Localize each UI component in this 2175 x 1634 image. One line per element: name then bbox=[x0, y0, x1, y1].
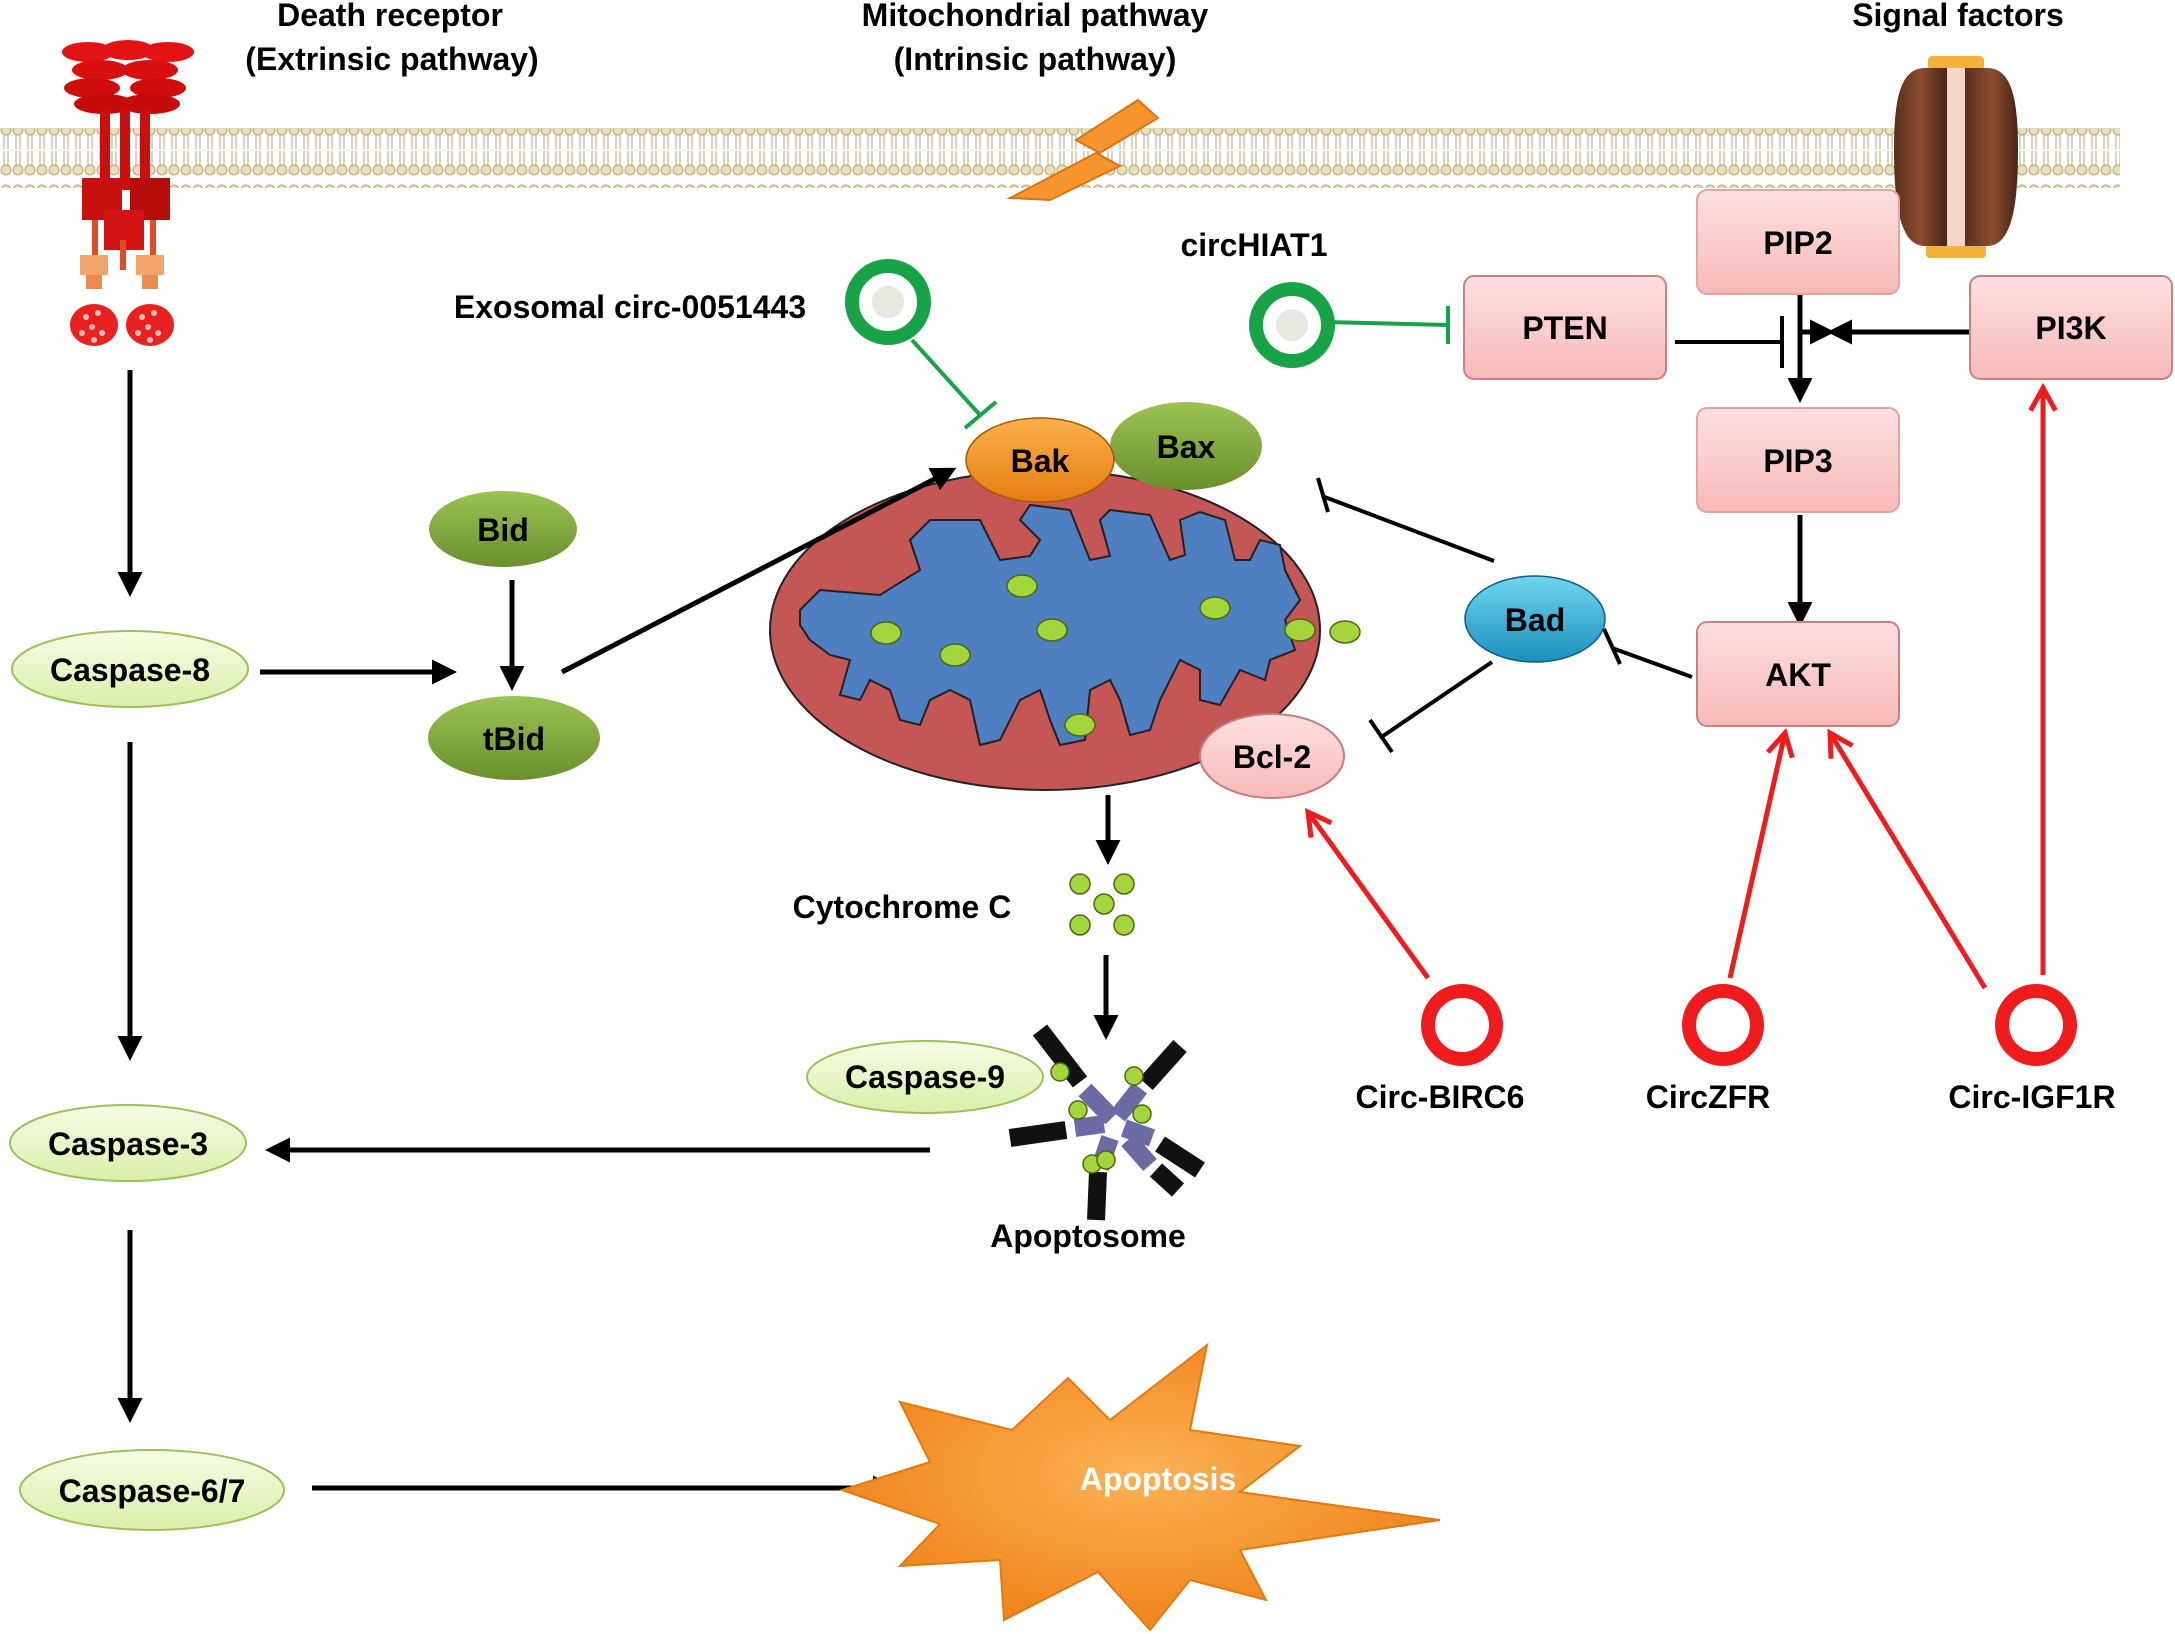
pi3k-label: PI3K bbox=[2035, 310, 2106, 346]
bad-node: Bad bbox=[1464, 575, 1606, 663]
pip3-label: PIP3 bbox=[1763, 443, 1832, 479]
tbid-node: tBid bbox=[428, 696, 600, 780]
circ-exosomal-label: Exosomal circ-0051443 bbox=[454, 289, 806, 325]
lightning-bolt-icon bbox=[1006, 98, 1160, 202]
caspase9-node: Caspase-9 bbox=[806, 1040, 1044, 1114]
header-extrinsic-line1: Death receptor bbox=[277, 0, 503, 33]
caspase8-node: Caspase-8 bbox=[11, 630, 249, 708]
inhibition-lines bbox=[1316, 316, 1784, 754]
pip2-node: PIP2 bbox=[1696, 189, 1900, 295]
circ-igf1r-label: Circ-IGF1R bbox=[1948, 1079, 2115, 1115]
apoptosome-icon bbox=[1008, 1024, 1205, 1221]
caspase67-label: Caspase-6/7 bbox=[59, 1473, 246, 1509]
bid-node: Bid bbox=[429, 491, 577, 567]
caspase3-label: Caspase-3 bbox=[48, 1126, 208, 1162]
header-extrinsic-line2: (Extrinsic pathway) bbox=[245, 41, 538, 77]
circ-igf1r-icon bbox=[1995, 984, 2077, 1066]
apoptosis-label: Apoptosis bbox=[1080, 1461, 1236, 1497]
tbid-label: tBid bbox=[483, 721, 545, 757]
caspase9-label: Caspase-9 bbox=[845, 1059, 1005, 1095]
pip2-label: PIP2 bbox=[1763, 225, 1832, 261]
mitochondrion-icon bbox=[769, 469, 1361, 791]
caspase67-node: Caspase-6/7 bbox=[19, 1449, 285, 1531]
bcl2-node: Bcl-2 bbox=[1199, 713, 1345, 799]
pip3-node: PIP3 bbox=[1696, 407, 1900, 513]
death-receptor-icon bbox=[62, 40, 194, 346]
bid-label: Bid bbox=[477, 512, 529, 548]
caspase3-node: Caspase-3 bbox=[9, 1104, 247, 1182]
bax-label: Bax bbox=[1157, 429, 1216, 465]
circ-exosomal-icon bbox=[845, 259, 931, 345]
apoptosis-burst: Apoptosis bbox=[838, 1342, 1441, 1632]
pten-label: PTEN bbox=[1522, 310, 1607, 346]
circ-zfr-label: CircZFR bbox=[1646, 1079, 1770, 1115]
circ-inhibition-lines bbox=[910, 306, 1450, 430]
pi3k-node: PI3K bbox=[1969, 275, 2173, 380]
header-intrinsic-line1: Mitochondrial pathway bbox=[862, 0, 1209, 33]
circ-birc6-label: Circ-BIRC6 bbox=[1356, 1079, 1525, 1115]
pten-node: PTEN bbox=[1463, 275, 1667, 380]
receptor-channel-icon bbox=[1894, 56, 2018, 258]
apoptosome-label: Apoptosome bbox=[990, 1218, 1186, 1254]
header-intrinsic-line2: (Intrinsic pathway) bbox=[894, 41, 1177, 77]
circ-birc6-icon bbox=[1421, 984, 1503, 1066]
akt-label: AKT bbox=[1765, 657, 1831, 693]
circ-zfr-icon bbox=[1682, 984, 1764, 1066]
bak-node: Bak bbox=[965, 417, 1115, 503]
circ-hiat1-icon bbox=[1249, 282, 1335, 368]
bak-label: Bak bbox=[1011, 443, 1070, 479]
cytochrome-c-icon bbox=[1069, 873, 1135, 936]
header-signal-factors: Signal factors bbox=[1852, 0, 2064, 33]
bcl2-label: Bcl-2 bbox=[1233, 739, 1311, 775]
circ-promotion-arrows bbox=[1308, 388, 2043, 990]
activation-arrows bbox=[117, 295, 1970, 1501]
circ-hiat1-label: circHIAT1 bbox=[1180, 227, 1327, 263]
cytochrome-c-label: Cytochrome C bbox=[793, 889, 1012, 925]
akt-node: AKT bbox=[1696, 621, 1900, 727]
bax-node: Bax bbox=[1110, 402, 1262, 490]
bad-label: Bad bbox=[1505, 602, 1565, 638]
caspase8-label: Caspase-8 bbox=[50, 652, 210, 688]
